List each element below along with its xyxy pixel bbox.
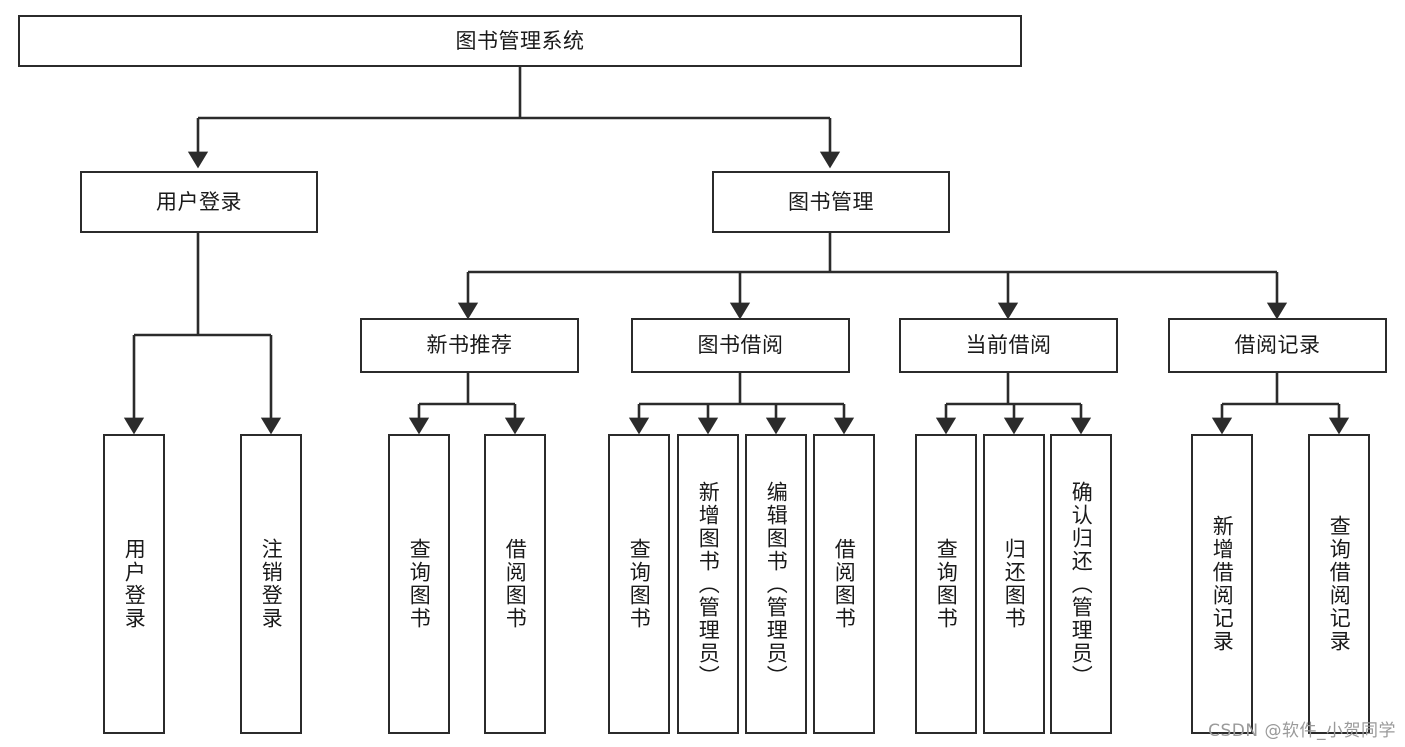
- node-leaf-add-record[interactable]: 新增借阅记录: [1191, 434, 1253, 734]
- node-new-book-recommend-label: 新书推荐: [426, 333, 513, 358]
- node-current-borrow[interactable]: 当前借阅: [899, 318, 1118, 373]
- node-user-login-label: 用户登录: [156, 189, 242, 214]
- node-leaf-confirm-return-label: 确认归还（管理员）: [1069, 480, 1094, 688]
- node-leaf-confirm-return[interactable]: 确认归还（管理员）: [1050, 434, 1112, 734]
- node-leaf-user-login[interactable]: 用户登录: [103, 434, 165, 734]
- node-leaf-return-book[interactable]: 归还图书: [983, 434, 1045, 734]
- node-book-borrow-label: 图书借阅: [697, 333, 784, 358]
- node-leaf-query-book-2-label: 查询图书: [627, 538, 652, 630]
- watermark-text: CSDN @软件_小贺同学: [1208, 721, 1396, 741]
- node-book-management-label: 图书管理: [788, 189, 874, 214]
- node-leaf-query-book-1[interactable]: 查询图书: [388, 434, 450, 734]
- node-leaf-query-book-3-label: 查询图书: [934, 538, 959, 630]
- node-user-login[interactable]: 用户登录: [80, 171, 318, 233]
- node-leaf-query-record-label: 查询借阅记录: [1327, 515, 1352, 653]
- node-leaf-edit-book[interactable]: 编辑图书（管理员）: [745, 434, 807, 734]
- node-leaf-borrow-book-1-label: 借阅图书: [503, 538, 528, 630]
- node-leaf-query-book-2[interactable]: 查询图书: [608, 434, 670, 734]
- node-borrow-record[interactable]: 借阅记录: [1168, 318, 1387, 373]
- node-leaf-add-record-label: 新增借阅记录: [1210, 515, 1235, 653]
- node-leaf-edit-book-label: 编辑图书（管理员）: [764, 480, 789, 688]
- node-leaf-query-book-1-label: 查询图书: [407, 538, 432, 630]
- node-leaf-user-logout-label: 注销登录: [259, 538, 284, 630]
- node-new-book-recommend[interactable]: 新书推荐: [360, 318, 579, 373]
- node-root[interactable]: 图书管理系统: [18, 15, 1022, 67]
- node-current-borrow-label: 当前借阅: [965, 333, 1052, 358]
- node-leaf-borrow-book-2[interactable]: 借阅图书: [813, 434, 875, 734]
- node-leaf-query-record[interactable]: 查询借阅记录: [1308, 434, 1370, 734]
- node-root-label: 图书管理系统: [455, 28, 585, 53]
- node-leaf-return-book-label: 归还图书: [1002, 538, 1027, 630]
- node-borrow-record-label: 借阅记录: [1234, 333, 1321, 358]
- node-leaf-query-book-3[interactable]: 查询图书: [915, 434, 977, 734]
- node-leaf-borrow-book-1[interactable]: 借阅图书: [484, 434, 546, 734]
- node-leaf-add-book[interactable]: 新增图书（管理员）: [677, 434, 739, 734]
- node-book-borrow[interactable]: 图书借阅: [631, 318, 850, 373]
- node-leaf-borrow-book-2-label: 借阅图书: [832, 538, 857, 630]
- node-book-management[interactable]: 图书管理: [712, 171, 950, 233]
- node-leaf-add-book-label: 新增图书（管理员）: [696, 480, 721, 688]
- node-leaf-user-login-label: 用户登录: [122, 538, 147, 630]
- node-leaf-user-logout[interactable]: 注销登录: [240, 434, 302, 734]
